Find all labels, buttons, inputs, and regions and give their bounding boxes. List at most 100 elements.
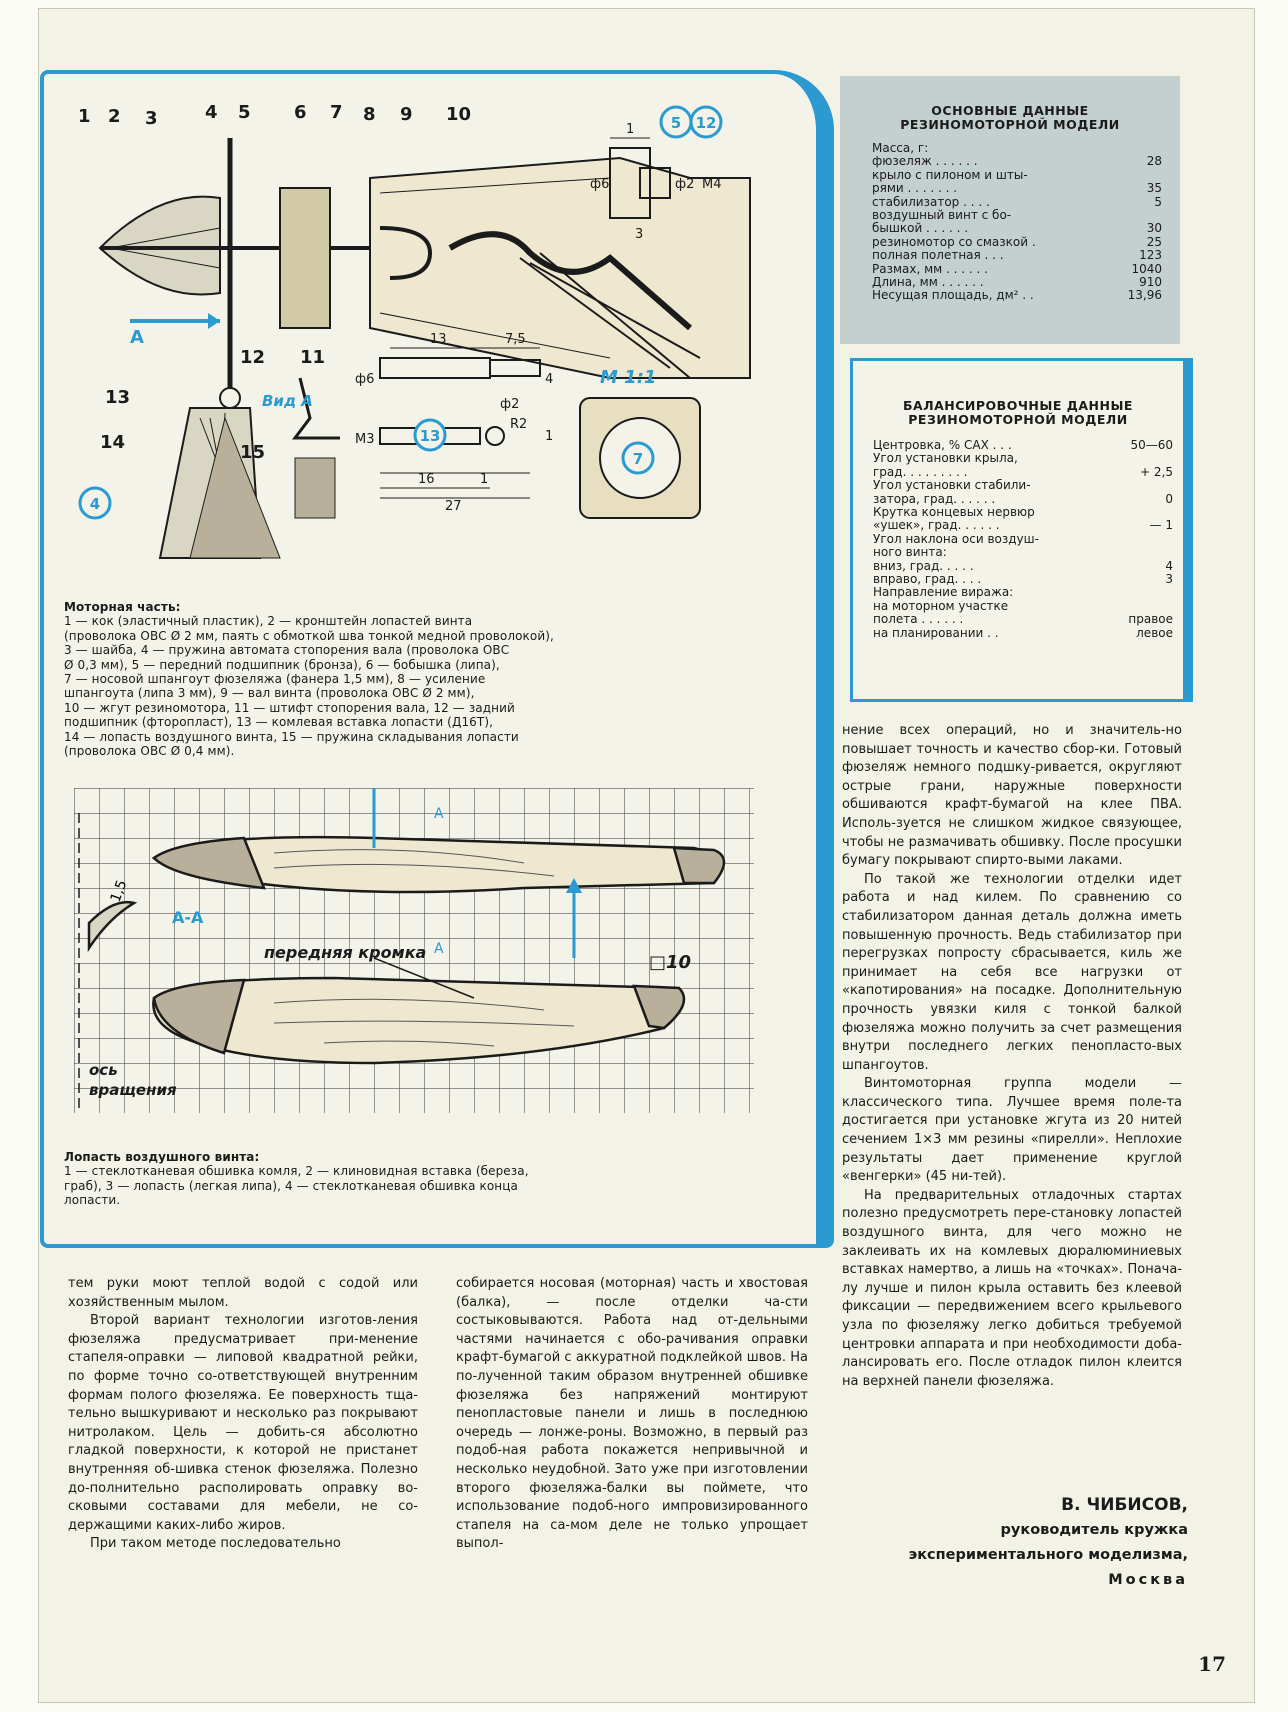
callout-5: 5 [238, 102, 251, 123]
paragraph: По такой же технологии отделки идет рабо… [842, 871, 1182, 1073]
table-row: рями . . . . . . .35 [872, 181, 1162, 196]
table-row: Направление виража: [873, 586, 1014, 600]
dim-bush-phi6: ф6 [590, 177, 609, 192]
balance-data-table: БАЛАНСИРОВОЧНЫЕ ДАННЫЕ РЕЗИНОМОТОРНОЙ МО… [850, 358, 1193, 702]
callout-3: 3 [145, 108, 158, 129]
table-row: Несущая площадь, дм² . .13,96 [872, 288, 1162, 303]
author-role-2: экспериментального моделизма, [908, 1547, 1188, 1563]
dim-shaft-7-5: 7,5 [505, 332, 526, 347]
dim-4: 4 [545, 372, 553, 387]
paragraph: Винтомоторная группа модели — классическ… [842, 1076, 1182, 1185]
blade-caption-line: 1 — стеклотканевая обшивка комля, 2 — кл… [64, 1164, 529, 1179]
table-row: затора, град. . . . . .0 [873, 491, 1173, 506]
table-row: «ушек», град. . . . . .— 1 [873, 518, 1173, 533]
callout-6: 6 [294, 102, 307, 123]
blade-caption-line: граб), 3 — лопасть (легкая липа), 4 — ст… [64, 1178, 518, 1193]
paragraph: На предварительных отладочных стартах по… [842, 1187, 1182, 1389]
dim-bush-3: 3 [635, 227, 643, 242]
dim-bush-1: 1 [626, 122, 634, 137]
balance-data-title-1: БАЛАНСИРОВОЧНЫЕ ДАННЫЕ [903, 398, 1133, 413]
callout-11: 11 [300, 347, 325, 368]
badge-7: 7 [633, 450, 643, 468]
blade-caption-line: лопасти. [64, 1193, 121, 1208]
callout-14: 14 [100, 432, 125, 453]
callout-1: 1 [78, 106, 91, 127]
main-data-title-2: РЕЗИНОМОТОРНОЙ МОДЕЛИ [900, 117, 1120, 132]
author-role-1: руководитель кружка [1000, 1522, 1188, 1538]
callout-2: 2 [108, 106, 121, 127]
left-column-text: тем руки моют теплой водой с содой или х… [68, 1275, 418, 1554]
table-row: на планировании . .левое [873, 625, 1173, 640]
badge-4: 4 [90, 495, 100, 513]
callout-12: 12 [240, 347, 265, 368]
callout-4: 4 [205, 102, 218, 123]
table-row: полная полетная . . .123 [872, 248, 1162, 263]
table-row: ного винта: [873, 546, 947, 560]
table-row: Длина, мм . . . . . .910 [872, 275, 1162, 290]
blade-caption: Лопасть воздушного винта: 1 — стеклоткан… [64, 1150, 744, 1208]
author-city: Москва [1108, 1572, 1188, 1588]
motor-caption-line: подшипник (фторопласт), 13 — комлевая вс… [64, 715, 494, 730]
callout-9: 9 [400, 104, 413, 125]
middle-column-text: собирается носовая (моторная) часть и хв… [456, 1275, 808, 1554]
dim-phi2: ф2 [500, 397, 519, 412]
dim-r2: R2 [510, 417, 527, 432]
paragraph: тем руки моют теплой водой с содой или х… [68, 1276, 418, 1310]
table-row: Угол установки крыла, [873, 452, 1018, 466]
table-row: полета . . . . . .правое [873, 612, 1173, 627]
motor-caption-line: 10 — жгут резиномотора, 11 — штифт стопо… [64, 700, 515, 715]
dim-m3: М3 [355, 432, 375, 447]
right-column-text: нение всех операций, но и значитель-но п… [842, 722, 1182, 1391]
dim-bush-m4: М4 [702, 177, 722, 192]
motor-drawing: 1 2 3 4 5 6 7 8 9 10 11 12 13 14 15 А 1 … [78, 102, 751, 559]
table-row: Угол наклона оси воздуш- [873, 532, 1039, 546]
motor-caption-line: 3 — шайба, 4 — пружина автомата стопорен… [64, 643, 510, 658]
table-row: воздушный винт с бо- [872, 209, 1012, 223]
axis-label-2: вращения [89, 1081, 177, 1099]
motor-caption-line: (проволока ОВС Ø 0,4 мм). [64, 744, 235, 759]
table-row: вправо, град. . . .3 [873, 572, 1173, 587]
table-row: Центровка, % САХ . . .50—60 [873, 438, 1173, 452]
motor-caption-line: Ø 0,3 мм), 5 — передний подшипник (бронз… [64, 657, 500, 672]
dim-bush-phi2: ф2 [675, 177, 694, 192]
callout-13: 13 [105, 387, 130, 408]
table-row: Угол установки стабили- [873, 479, 1031, 493]
table-row: резиномотор со смазкой .25 [872, 234, 1162, 249]
main-data-rows: Масса, г: фюзеляж . . . . . .28 крыло с … [840, 132, 1180, 303]
callout-7: 7 [330, 102, 343, 123]
table-row: фюзеляж . . . . . .28 [872, 154, 1162, 169]
table-row: бышкой . . . . . .30 [872, 221, 1162, 236]
dim-shaft-13: 13 [430, 332, 447, 347]
motor-caption-line: 7 — носовой шпангоут фюзеляжа (фанера 1,… [64, 672, 486, 687]
blade-caption-title: Лопасть воздушного винта: [64, 1150, 260, 1164]
edge-label: передняя кромка [264, 943, 426, 962]
table-row: Крутка концевых нервюр [873, 506, 1035, 520]
blade-drawing: 1 2 3 4 1,5 А-А А А передняя кромка ось … [74, 788, 754, 1113]
paragraph: При таком методе последовательно [90, 1536, 341, 1552]
table-row: град. . . . . . . . .+ 2,5 [873, 464, 1173, 479]
main-data-table: ОСНОВНЫЕ ДАННЫЕ РЕЗИНОМОТОРНОЙ МОДЕЛИ Ма… [840, 76, 1180, 344]
dim-1b: 1 [480, 472, 488, 487]
arrow-label-a: А [130, 327, 144, 348]
main-data-title-1: ОСНОВНЫЕ ДАННЫЕ [931, 103, 1089, 118]
scale-label: М 1:1 [600, 367, 656, 388]
dim-27: 27 [445, 499, 462, 514]
section-mark-mid: А [434, 941, 444, 957]
table-row: стабилизатор . . . .5 [872, 194, 1162, 209]
author-name: В. ЧИБИСОВ, [1061, 1495, 1188, 1515]
paragraph: нение всех операций, но и значитель-но п… [842, 723, 1182, 869]
section-dim: 1,5 [108, 878, 131, 904]
badge-13: 13 [420, 427, 441, 445]
axis-label-1: ось [89, 1061, 118, 1079]
table-row: вниз, град. . . . .4 [873, 558, 1173, 573]
motor-caption: Моторная часть: 1 — кок (эластичный плас… [64, 600, 744, 758]
section-label: А-А [172, 908, 204, 927]
motor-caption-line: 14 — лопасть воздушного винта, 15 — пруж… [64, 729, 519, 744]
section-mark-top: А [434, 806, 444, 822]
motor-caption-line: 1 — кок (эластичный пластик), 2 — кроншт… [64, 614, 473, 629]
badge-5: 5 [671, 114, 681, 132]
motor-caption-line: шпангоута (липа 3 мм), 9 — вал винта (пр… [64, 686, 475, 701]
grid-label: □10 [649, 952, 691, 973]
paragraph: собирается носовая (моторная) часть и хв… [456, 1276, 808, 1552]
table-row: на моторном участке [873, 599, 1009, 613]
